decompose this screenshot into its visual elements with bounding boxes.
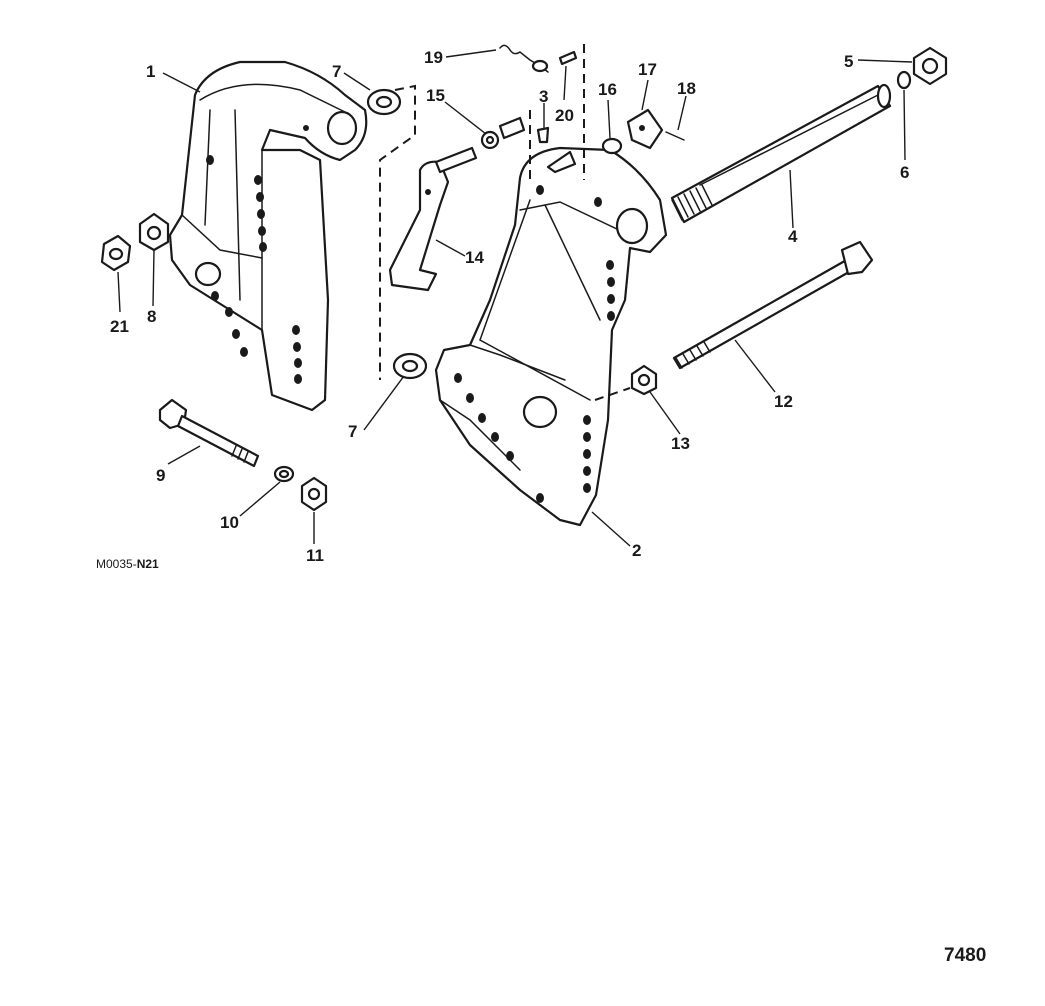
callout-17: 17 — [638, 60, 657, 79]
callout-18: 18 — [677, 79, 696, 98]
figure-code-suffix: N21 — [137, 557, 159, 571]
tilt-lock-lever — [388, 146, 478, 292]
spacer-washer-lower — [392, 352, 428, 380]
spring-19 — [499, 44, 549, 73]
right-bracket-holes — [454, 185, 615, 503]
callout-12: 12 — [774, 392, 793, 411]
leader-lines — [117, 49, 913, 547]
callout-3: 3 — [539, 87, 548, 106]
callout-labels: 1 2 3 4 5 6 7 7 8 9 10 11 12 13 14 15 16… — [110, 48, 909, 565]
right-clamp-bracket — [434, 146, 668, 527]
tilt-tube-threads — [671, 184, 713, 221]
washer-10 — [273, 465, 295, 483]
nut-11 — [300, 476, 328, 512]
callout-11: 11 — [306, 546, 324, 565]
bushing-left-small — [498, 116, 526, 140]
nut-21 — [100, 234, 132, 272]
callout-9: 9 — [156, 466, 165, 485]
spacer-washer-upper — [366, 88, 402, 116]
washer-15 — [480, 130, 500, 150]
sheet-number: 7480 — [944, 945, 986, 966]
cotter-pin-18 — [665, 131, 685, 141]
left-clamp-bracket — [168, 60, 368, 412]
callout-7-lower: 7 — [348, 422, 357, 441]
callout-5: 5 — [844, 52, 853, 71]
callout-19: 19 — [424, 48, 443, 67]
callout-20: 20 — [555, 106, 574, 125]
callout-15: 15 — [426, 86, 445, 105]
callout-8: 8 — [147, 307, 156, 326]
callout-16: 16 — [598, 80, 617, 99]
short-bolt — [158, 398, 260, 468]
assembly-guide-lines — [379, 44, 631, 401]
left-bracket-holes — [206, 125, 309, 384]
nut-5 — [912, 46, 948, 86]
tilt-tube — [670, 83, 892, 224]
long-clamp-bolt — [672, 240, 874, 370]
callout-13: 13 — [671, 434, 690, 453]
nut-8 — [138, 212, 170, 252]
figure-code-prefix: M0035- — [96, 557, 137, 571]
callout-2: 2 — [632, 541, 641, 560]
callout-6: 6 — [900, 163, 909, 182]
callout-1: 1 — [146, 62, 155, 81]
long-bolt-threads — [675, 341, 711, 369]
short-bolt-threads — [231, 445, 249, 463]
lock-plate-17 — [626, 108, 664, 150]
callout-7-upper: 7 — [332, 62, 341, 81]
callout-4: 4 — [788, 227, 798, 246]
nut-13 — [630, 364, 658, 396]
callout-10: 10 — [220, 513, 239, 532]
grease-fitting — [536, 126, 550, 144]
callout-14: 14 — [465, 248, 484, 267]
figure-code: M0035-N21 — [96, 557, 159, 571]
pin-20 — [558, 50, 578, 66]
callout-21: 21 — [110, 317, 129, 336]
washer-6 — [896, 70, 912, 90]
bushing-16 — [601, 137, 623, 155]
